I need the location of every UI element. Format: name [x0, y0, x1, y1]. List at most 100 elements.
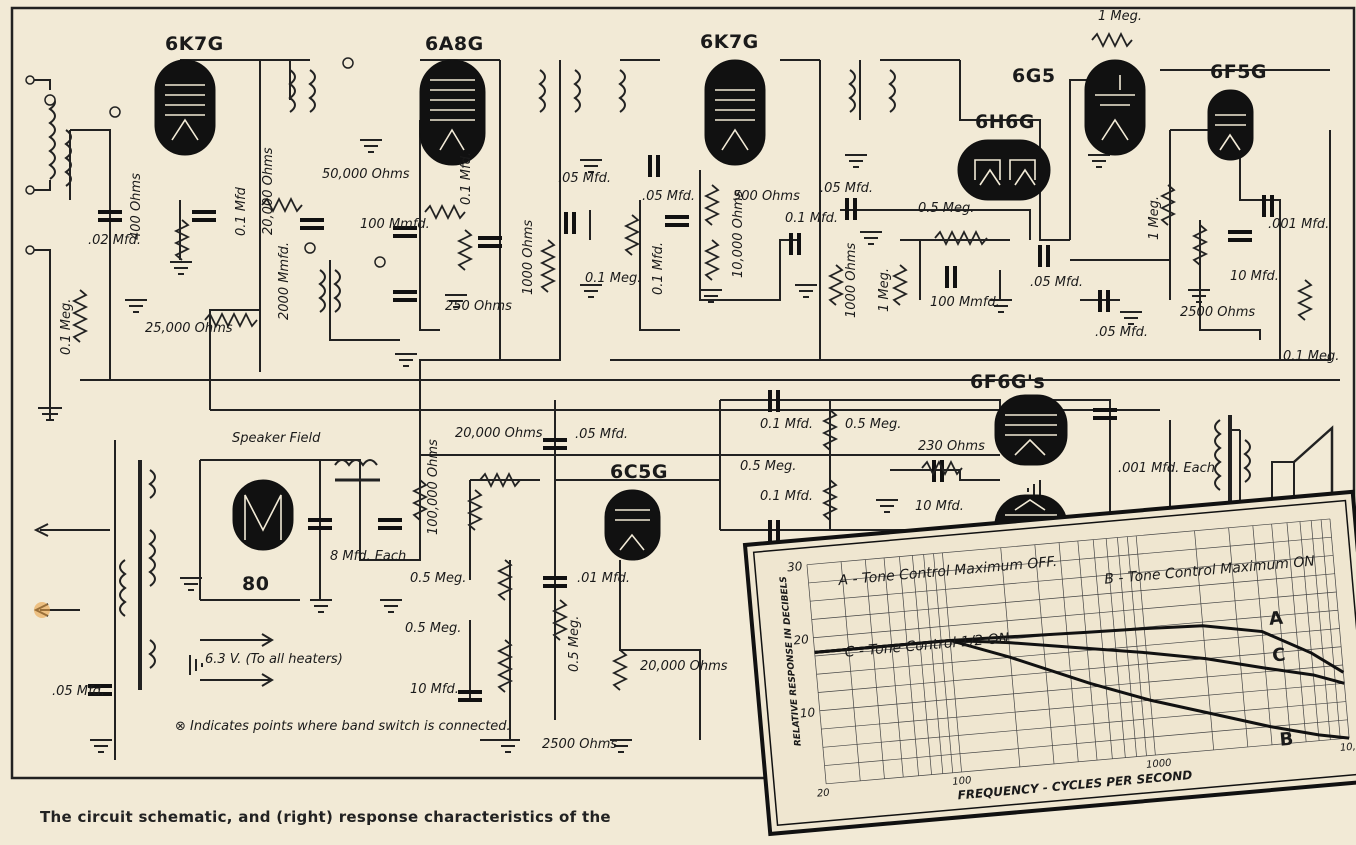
grid-line-y: [824, 719, 1348, 766]
label-c36: 20,000 Ohms: [455, 426, 543, 441]
tube-label-7: 6F6G's: [970, 371, 1045, 393]
label-c2: 400 Ohms: [129, 173, 144, 240]
grid-line-y: [806, 518, 1330, 566]
label-c25: .05 Mfd.: [1030, 275, 1083, 290]
label-c31: .001 Mfd.: [1268, 217, 1329, 232]
grid-line-y: [819, 664, 1343, 712]
label-c44: 20,000 Ohms: [640, 659, 728, 674]
label-c18: 10,000 Ohms: [731, 190, 746, 278]
label-c42: 10 Mfd.: [410, 682, 459, 697]
coils: [48, 69, 1251, 669]
tube-label-5: 6G5: [1012, 65, 1056, 87]
grid-line-y: [811, 573, 1335, 620]
tube-6h6g: [957, 139, 1051, 201]
label-c20: .05 Mfd.: [820, 181, 873, 196]
ac-plug-arrow: [33, 523, 110, 617]
label-c15: .05 Mfd.: [642, 189, 695, 204]
label-c28: 1 Meg.: [1147, 196, 1162, 240]
label-c37: .05 Mfd.: [575, 427, 628, 442]
label-c10: 0.1 Mfd.: [459, 152, 474, 205]
label-c23: 0.5 Meg.: [918, 201, 974, 216]
tube-6k7g-2: [704, 59, 766, 166]
tube-label-3: 6K7G: [700, 31, 759, 53]
label-c41: 0.5 Meg.: [567, 616, 582, 672]
tube-label-2: 6A8G: [425, 33, 484, 55]
tube-6f5g: [1207, 89, 1254, 161]
heater-arrows: [200, 633, 274, 687]
schematic-frame: [10, 6, 1356, 780]
label-c51: .001 Mfd. Each: [1118, 461, 1215, 476]
chart-grid: [806, 518, 1350, 785]
label-c48: 0.5 Meg.: [740, 459, 796, 474]
grid-line-y: [822, 701, 1346, 748]
tube-label-1: 6K7G: [165, 33, 224, 55]
label-c8: 50,000 Ohms: [322, 167, 410, 182]
label-c50: 10 Mfd.: [915, 499, 964, 514]
tube-6c5g: [604, 489, 661, 561]
label-c24: 100 Mmfd.: [930, 295, 1000, 310]
chart-curves: A B C: [814, 608, 1350, 751]
band-switch-points: [25, 57, 386, 268]
label-c29: 10 Mfd.: [1230, 269, 1279, 284]
y-tick-label: 10: [799, 705, 816, 720]
label-c27: 1 Meg.: [1098, 9, 1142, 24]
label-c13: .05 Mfd.: [558, 171, 611, 186]
tube-label-6: 6F5G: [1210, 61, 1267, 83]
label-c53: .05 Mfd.: [52, 684, 105, 699]
label-c46: 0.1 Mfd.: [760, 489, 813, 504]
tube-6f6g-1: [994, 394, 1068, 466]
label-c52: 6.3 V. (To all heaters): [205, 652, 343, 667]
label-c45: 0.1 Mfd.: [760, 417, 813, 432]
label-c33: Speaker Field: [232, 431, 321, 446]
x-tick-label: 20: [817, 788, 831, 800]
grid-line-y: [821, 682, 1345, 730]
x-tick-label: 100: [952, 775, 972, 788]
grid-line-y: [810, 555, 1334, 602]
label-c43: 2500 Ohms: [542, 737, 617, 752]
label-c6: 25,000 Ohms: [145, 321, 233, 336]
tube-6a8g: [419, 59, 486, 166]
x-tick-label: 10,000: [1340, 740, 1356, 754]
label-c39: 0.5 Meg.: [405, 621, 461, 636]
label-c14: 0.1 Meg.: [585, 271, 641, 286]
label-c19: 0.1 Mfd.: [785, 211, 838, 226]
label-c7: 2000 Mmfd.: [277, 242, 292, 320]
label-c34: 8 Mfd. Each: [330, 549, 406, 564]
component-labels: .02 Mfd. 400 Ohms 0.1 Mfd 20,000 Ohms 0.…: [52, 9, 1339, 752]
label-c16: 0.1 Mfd.: [651, 242, 666, 295]
label-c12: 1000 Ohms: [521, 220, 536, 295]
y-tick-label: 20: [793, 632, 810, 647]
series-label-a: A: [1268, 608, 1284, 630]
label-c9: 100 Mmfd.: [360, 217, 430, 232]
label-c21: 1000 Ohms: [844, 243, 859, 318]
label-c49: 230 Ohms: [918, 439, 985, 454]
band-switch-note: ⊗ Indicates points where band switch is …: [175, 719, 511, 734]
x-tick-label: 1000: [1146, 758, 1172, 771]
label-c17: 500 Ohms: [733, 189, 800, 204]
label-c22: 1 Meg.: [877, 268, 892, 312]
series-line-b: [814, 638, 1350, 740]
tube-label-8: 6C5G: [610, 461, 668, 483]
resistors: [71, 31, 1314, 693]
tube-6g5: [1084, 59, 1146, 156]
tube-label-9: 80: [242, 573, 269, 595]
tube-6k7g-1: [154, 59, 216, 156]
grid-line-y: [813, 591, 1337, 639]
label-c38: 0.5 Meg.: [410, 571, 466, 586]
label-c5: 0.1 Meg.: [59, 299, 74, 355]
tube-80: [232, 479, 294, 551]
ground-symbols: [38, 139, 1210, 753]
label-c1: .02 Mfd.: [88, 233, 141, 248]
tube-label-4: 6H6G: [975, 111, 1035, 133]
series-line-c: [814, 638, 1345, 685]
figure-caption: The circuit schematic, and (right) respo…: [40, 808, 611, 826]
grid-line-y: [818, 646, 1342, 693]
label-c30: 2500 Ohms: [1180, 305, 1255, 320]
label-c35: 100,000 Ohms: [426, 439, 441, 535]
series-label-c: C: [1271, 644, 1286, 666]
label-c4: 20,000 Ohms: [261, 147, 276, 235]
series-label-b: B: [1279, 729, 1295, 751]
